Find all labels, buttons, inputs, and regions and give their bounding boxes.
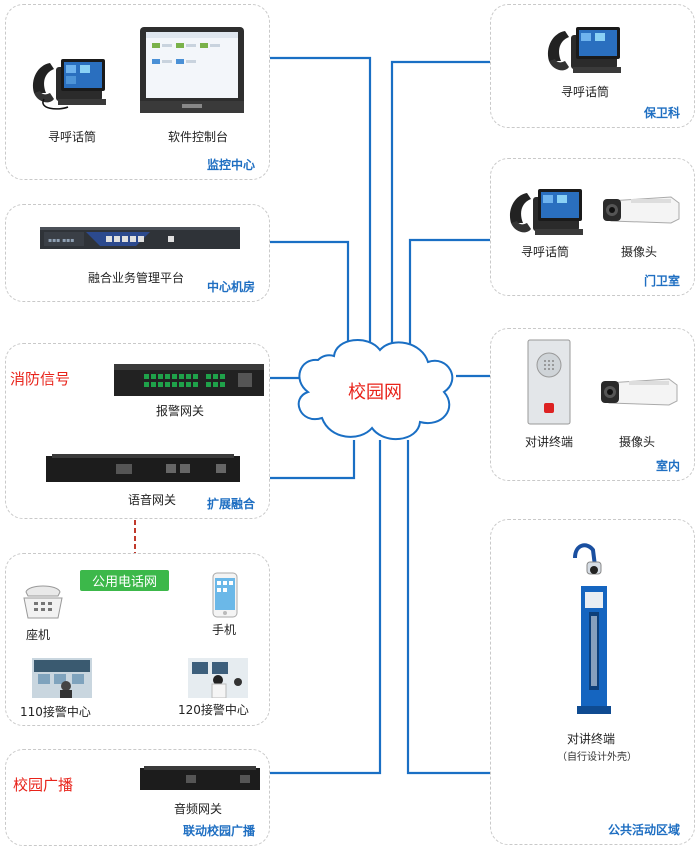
mobile-phone-icon [212, 572, 238, 618]
zone-indoor: 对讲终端 摄像头 室内 [490, 328, 695, 481]
zone-pstn: 座机 手机 110接警中心 120接警中心 [5, 553, 270, 726]
alarm-center-120-icon [188, 658, 248, 698]
zone-security-title: 保卫科 [643, 106, 680, 120]
indoor-intercom-icon [527, 339, 571, 425]
fire-signal-label: 消防信号 [10, 370, 71, 388]
zone-broadcast-title: 联动校园广播 [182, 824, 255, 838]
zone-security-office: 寻呼话筒 保卫科 [490, 4, 695, 128]
indoor-camera-label: 摄像头 [619, 435, 656, 449]
voice-gateway-label: 语音网关 [128, 493, 177, 507]
zone-gate-title: 门卫室 [643, 274, 680, 288]
gate-camera-label: 摄像头 [621, 245, 658, 259]
zone-gatehouse: 寻呼话筒 摄像头 门卫室 [490, 158, 695, 296]
indoor-camera-icon [601, 378, 678, 406]
zone-expansion-title: 扩展融合 [206, 497, 255, 511]
wire-gate [408, 238, 490, 345]
zone-expansion: 报警网关 语音网关 扩展融合 [5, 343, 270, 519]
audio-gateway-label: 音频网关 [174, 802, 223, 816]
software-console-label: 软件控制台 [168, 130, 229, 144]
gate-phone-label: 寻呼话筒 [521, 245, 570, 259]
campus-network-cloud [297, 338, 454, 441]
alarm-center-110-icon [32, 658, 92, 698]
campus-network-label: 校园网 [348, 382, 402, 403]
zone-monitor-center: 寻呼话筒 软件控制台 监控中心 [5, 4, 270, 180]
software-console-icon [140, 27, 244, 113]
public-intercom-label: 对讲终端 [567, 732, 616, 746]
zone-public-area: 对讲终端 （自行设计外壳） 公共活动区域 [490, 519, 695, 845]
zone-monitor-title: 监控中心 [206, 158, 255, 172]
landline-label: 座机 [26, 628, 51, 642]
wire-security [390, 60, 490, 345]
gate-camera-icon [603, 196, 680, 224]
monitor-phone-label: 寻呼话筒 [48, 130, 97, 144]
wire-datacenter [270, 240, 350, 345]
alarm-center-120-label: 120接警中心 [178, 703, 249, 717]
zone-public-title: 公共活动区域 [607, 823, 680, 837]
wire-public [406, 440, 490, 775]
zone-datacenter-title: 中心机房 [206, 280, 255, 294]
pstn-label: 公用电话网 [80, 570, 170, 591]
zone-data-center: ▪▪▪ ▪▪▪ 融合业务管理平台 中心机房 [5, 204, 270, 302]
svg-text:▪▪▪ ▪▪▪: ▪▪▪ ▪▪▪ [48, 237, 74, 244]
security-phone-label: 寻呼话筒 [561, 85, 610, 99]
alarm-gateway-label: 报警网关 [156, 404, 205, 418]
audio-gateway-icon [140, 766, 260, 790]
wire-broadcast [268, 440, 382, 775]
zone-campus-broadcast: 音频网关 联动校园广播 [5, 749, 270, 846]
management-platform-server-icon: ▪▪▪ ▪▪▪ [40, 227, 240, 249]
landline-phone-icon [23, 585, 63, 619]
alarm-gateway-icon [114, 364, 264, 396]
zone-indoor-title: 室内 [655, 459, 680, 473]
campus-broadcast-label: 校园广播 [13, 776, 74, 794]
outdoor-intercom-pillar-icon [573, 543, 611, 714]
mobile-label: 手机 [212, 623, 237, 637]
public-intercom-note: （自行设计外壳） [557, 752, 637, 763]
gate-paging-phone-icon [509, 189, 583, 235]
wire-voice-gw [268, 440, 356, 480]
voice-gateway-icon [46, 454, 240, 482]
security-paging-phone-icon [547, 27, 621, 73]
management-platform-label: 融合业务管理平台 [88, 271, 185, 285]
paging-phone-icon [32, 59, 106, 110]
indoor-intercom-label: 对讲终端 [525, 435, 574, 449]
wire-monitor [270, 56, 372, 345]
alarm-center-110-label: 110接警中心 [20, 705, 91, 719]
